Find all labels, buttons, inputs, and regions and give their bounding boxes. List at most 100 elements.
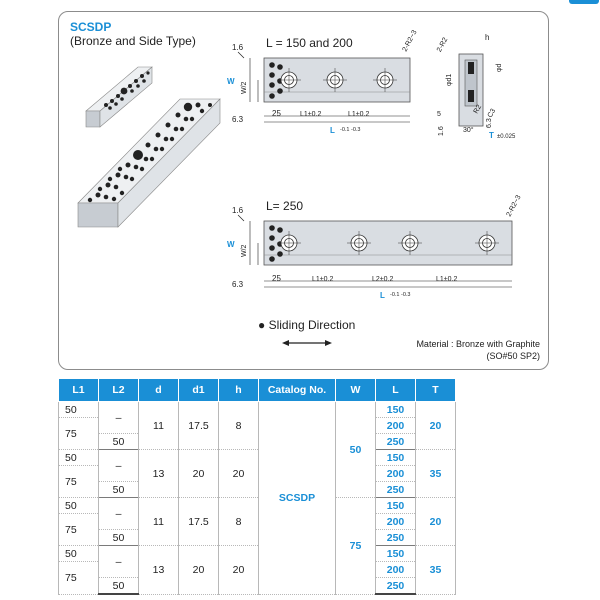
cell-d: 11 [138,497,179,546]
cell-L2: – [98,545,139,578]
cell-h: 20 [218,449,259,498]
drawing-bottom: L= 250 1.6 W W/2 6.3 25 L1±0.2 L2±0.2 L1… [227,195,523,300]
product-illustration [77,66,221,228]
cell-L2: 50 [98,529,139,546]
dim-h: h [485,33,489,42]
dim-T-tol: ±0.025 [497,134,516,140]
cell-h: 20 [218,545,259,595]
drawing-top-label: L = 150 and 200 [266,36,353,50]
dim-d1: φd1 [446,74,453,86]
chamfer-top: 2-R2~3 [402,30,419,53]
dim-30: 30° [463,126,474,134]
product-subtitle: (Bronze and Side Type) [70,34,196,48]
dim-L1-bottom-b: L1±0.2 [436,276,457,283]
drawing-side: 2-R2 h φd φd1 5 1.6 30° R2 C3 6.3 T ±0.0… [436,33,516,140]
dim-w2-bottom: W/2 [241,244,248,257]
table-row: 75 200 [58,561,456,595]
dim-r2: R2 [473,104,484,115]
table-row: 50 250 [59,529,456,546]
cell-h: 8 [218,401,259,450]
drawing-bottom-label: L= 250 [266,199,303,213]
dim-16-side: 1.6 [438,126,445,136]
dim-L-top: L [330,126,335,135]
dim-25-bottom: 25 [272,274,281,283]
cell-L2: 50 [98,481,139,498]
cell-L1: 50 [58,497,99,514]
dim-w-top: W [227,77,235,86]
dim-16-bottom: 1.6 [232,206,244,215]
material-line-1: Material : Bronze with Graphite [416,339,540,349]
drawing-top: L = 150 and 200 1.6 W W/2 6.3 25 L1±0.2 … [227,30,419,135]
cell-d1: 17.5 [178,497,219,546]
cell-L1: 50 [58,449,99,466]
dim-L1-top-a: L1±0.2 [300,111,321,118]
cell-L1: 75 [58,561,99,595]
cell-L2: – [98,497,139,530]
dim-T: T [489,131,494,140]
cell-L2: – [98,401,139,434]
bullet-icon: ● [258,318,266,332]
dim-L-bottom: L [380,291,385,300]
dim-L1-top-b: L1±0.2 [348,111,369,118]
sliding-direction-label: ● Sliding Direction [258,318,355,332]
dim-d: φd [496,63,503,72]
cell-d: 13 [138,545,179,595]
dim-L1-bottom-a: L1±0.2 [312,276,333,283]
col-header-catalog: Catalog No. [258,378,336,402]
cell-L: 250 [375,433,416,450]
cell-L: 150 [375,449,416,466]
corner-tab [569,0,599,4]
cell-L: 150 [375,401,416,418]
cell-L2: 50 [98,433,139,450]
dim-25-top: 25 [272,109,281,118]
cell-L: 250 [375,529,416,546]
cell-L1: 50 [58,545,99,562]
cell-T: 20 [415,401,456,450]
chamfer-side: 2-R2 [436,37,449,54]
chamfer-bottom: 2-R2~3 [506,195,523,218]
plate-bottom [263,220,513,266]
cell-L: 150 [375,497,416,514]
table-row: 50 250 [59,577,456,595]
dim-w2-top: W/2 [241,81,248,94]
col-header-L2: L2 [98,378,139,402]
cell-L: 150 [375,545,416,562]
table-header-row: L1 L2 d d1 h Catalog No. W L T [58,378,456,402]
cell-L: 200 [375,561,416,578]
table-row: 50 – 11 17.5 8 75 150 20 [58,497,456,595]
cell-T: 35 [415,449,456,498]
cell-d: 13 [138,449,179,498]
col-header-d1: d1 [178,378,219,402]
cell-d1: 17.5 [178,401,219,450]
cell-L: 200 [375,465,416,482]
cell-T: 20 [415,497,456,546]
col-header-T: T [415,378,456,402]
cell-catalog: SCSDP [258,401,336,595]
cell-h: 8 [218,497,259,546]
table-row: 50 250 [59,433,456,450]
cell-L: 200 [375,417,416,434]
table-row: 75 200 [58,417,456,450]
cell-L1: 50 [58,401,99,418]
col-header-L: L [375,378,416,402]
material-note: Material : Bronze with Graphite (SO#50 S… [400,338,540,362]
product-title: SCSDP [70,20,112,34]
col-header-h: h [218,378,259,402]
cell-L: 250 [375,577,416,595]
dim-63-side: 6.3 [486,118,493,128]
table-row: 75 200 [58,465,456,498]
material-line-2: (SO#50 SP2) [486,351,540,361]
col-header-W: W [335,378,376,402]
dim-w-bottom: W [227,240,235,249]
cell-L: 200 [375,513,416,530]
table-row: 50 – 11 17.5 8 SCSDP 50 150 20 [58,401,456,595]
graphite-plugs [269,62,283,99]
col-header-L1: L1 [58,378,99,402]
cell-L1: 75 [58,465,99,498]
cell-L2: 50 [98,577,139,595]
dim-c3: C3 [487,108,498,119]
cell-L1: 75 [58,417,99,450]
dim-16-top: 1.6 [232,43,244,52]
table-row: 50 – 13 20 20 150 35 [58,545,456,595]
cell-d: 11 [138,401,179,450]
